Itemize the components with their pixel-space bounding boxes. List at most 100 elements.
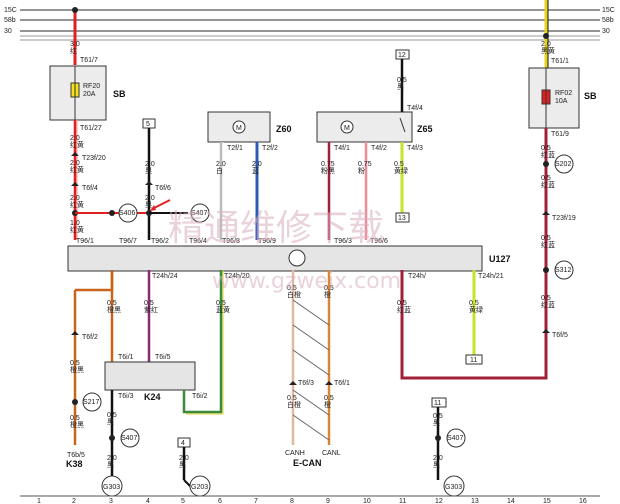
- column-number: 12: [435, 498, 443, 504]
- svg-text:T23f/19: T23f/19: [552, 215, 576, 222]
- svg-text:S202: S202: [555, 161, 571, 168]
- watermark-cn: 精通维修下载: [168, 208, 384, 249]
- svg-text:红黄: 红黄: [70, 200, 84, 209]
- column-number: 2: [72, 498, 76, 504]
- svg-text:T96/6: T96/6: [370, 238, 388, 245]
- svg-text:T2f/1: T2f/1: [227, 145, 243, 152]
- lower-wiring: T24h/24 T24h/20 T24h/ T24h/21 0.5 橙黑 T6f…: [66, 270, 548, 480]
- svg-text:4: 4: [181, 440, 185, 447]
- svg-text:2.0: 2.0: [216, 161, 226, 168]
- column-number: 5: [181, 498, 185, 504]
- svg-text:蓝: 蓝: [252, 166, 259, 175]
- column-number: 7: [254, 498, 258, 504]
- svg-text:T4f/1: T4f/1: [334, 145, 350, 152]
- pin-t61-7: T61/7: [80, 57, 98, 64]
- column-number: 10: [363, 498, 371, 504]
- svg-text:0.5: 0.5: [324, 395, 334, 402]
- svg-text:Z65: Z65: [417, 124, 433, 134]
- svg-text:2.0: 2.0: [145, 195, 155, 202]
- svg-text:12: 12: [398, 52, 406, 59]
- svg-text:T6i/1: T6i/1: [118, 354, 134, 361]
- svg-text:红蓝: 红蓝: [541, 240, 555, 249]
- svg-text:0.5: 0.5: [541, 175, 551, 182]
- svg-text:黑: 黑: [107, 461, 114, 469]
- svg-text:红黄: 红黄: [70, 140, 84, 149]
- svg-text:0.5: 0.5: [107, 300, 117, 307]
- bus-label-15c: 15C: [4, 7, 17, 14]
- svg-text:黑: 黑: [107, 418, 114, 426]
- svg-text:紫红: 紫红: [144, 305, 158, 314]
- svg-text:M: M: [236, 125, 242, 132]
- svg-text:T24h/24: T24h/24: [152, 273, 178, 280]
- watermark-url: www.gzweix.com: [212, 269, 401, 294]
- svg-text:S217: S217: [83, 399, 99, 406]
- svg-text:2.0: 2.0: [541, 41, 551, 48]
- svg-text:粉: 粉: [358, 166, 365, 175]
- column-number: 15: [543, 498, 551, 504]
- svg-text:T6f/4: T6f/4: [82, 185, 98, 192]
- column-number: 13: [471, 498, 479, 504]
- svg-text:U127: U127: [489, 254, 511, 264]
- svg-text:0.5: 0.5: [541, 145, 551, 152]
- svg-text:2.0: 2.0: [179, 455, 189, 462]
- svg-text:2.0: 2.0: [70, 135, 80, 142]
- svg-text:T6f/3: T6f/3: [298, 380, 314, 387]
- svg-text:0.5: 0.5: [144, 300, 154, 307]
- svg-text:橙: 橙: [324, 290, 331, 299]
- svg-text:5: 5: [146, 121, 150, 128]
- svg-text:0.5: 0.5: [107, 412, 117, 419]
- column-number: 4: [146, 498, 150, 504]
- column-number: 1: [37, 498, 41, 504]
- bus-label-30: 30: [4, 28, 12, 35]
- svg-text:粉黑: 粉黑: [321, 166, 335, 175]
- svg-text:黑: 黑: [179, 461, 186, 469]
- svg-text:T96/9: T96/9: [258, 238, 276, 245]
- svg-text:黑: 黑: [433, 419, 440, 427]
- svg-text:Z60: Z60: [276, 124, 292, 134]
- svg-text:0.5: 0.5: [469, 300, 479, 307]
- column-number: 9: [326, 498, 330, 504]
- column-number: 11: [399, 498, 406, 504]
- svg-text:0.5: 0.5: [216, 300, 226, 307]
- svg-text:T96/8: T96/8: [222, 238, 240, 245]
- fuse-left-circuit: 3.0 红 T61/7 RF20 20A SB T61/27 2.0 红黄 T2…: [49, 7, 148, 245]
- column-number: 8: [290, 498, 294, 504]
- svg-text:橙黑: 橙黑: [70, 420, 84, 429]
- svg-text:T96/3: T96/3: [334, 238, 352, 245]
- svg-text:T96/1: T96/1: [76, 238, 94, 245]
- svg-text:黑: 黑: [397, 83, 404, 91]
- svg-text:M: M: [344, 125, 350, 132]
- svg-text:13: 13: [398, 215, 406, 222]
- svg-text:0.5: 0.5: [397, 300, 407, 307]
- svg-text:T6f/5: T6f/5: [552, 332, 568, 339]
- svg-text:红蓝: 红蓝: [397, 305, 411, 314]
- svg-text:S407: S407: [121, 435, 137, 442]
- col4-ground-wire: 5 2.0 黑 T6f/6 2.0 黑 S407 T96/2 T96/4: [142, 118, 210, 245]
- svg-text:1.0: 1.0: [70, 220, 80, 227]
- svg-text:黑: 黑: [145, 167, 152, 175]
- svg-text:T6i/5: T6i/5: [155, 354, 171, 361]
- svg-text:T4f/2: T4f/2: [371, 145, 387, 152]
- svg-text:T96/7: T96/7: [119, 238, 137, 245]
- svg-text:T61/1: T61/1: [551, 58, 569, 65]
- svg-text:G303: G303: [103, 484, 120, 491]
- svg-text:SB: SB: [584, 91, 597, 101]
- svg-text:2.0: 2.0: [145, 161, 155, 168]
- motor-z65: M Z65 12 0.5 黑 T4f/4 T4f/1 T4f/2 T4f/3 0…: [316, 49, 433, 245]
- bus-label-58b-right: 58b: [602, 17, 614, 24]
- svg-text:红黄: 红黄: [70, 165, 84, 174]
- svg-text:白橙: 白橙: [287, 400, 301, 409]
- svg-text:T23f/20: T23f/20: [82, 155, 106, 162]
- fuse-left-box: SB: [113, 89, 126, 99]
- svg-text:K24: K24: [144, 392, 161, 402]
- svg-text:0.75: 0.75: [358, 161, 372, 168]
- svg-text:T6b/5: T6b/5: [67, 452, 85, 459]
- svg-text:T6f/2: T6f/2: [82, 334, 98, 341]
- svg-text:10A: 10A: [555, 98, 568, 105]
- svg-text:CANL: CANL: [322, 450, 341, 457]
- svg-text:黑黄: 黑黄: [541, 46, 555, 55]
- pin-t61-27: T61/27: [80, 125, 102, 132]
- svg-text:S312: S312: [555, 267, 571, 274]
- svg-text:T2f/2: T2f/2: [262, 145, 278, 152]
- svg-text:红黄: 红黄: [70, 225, 84, 234]
